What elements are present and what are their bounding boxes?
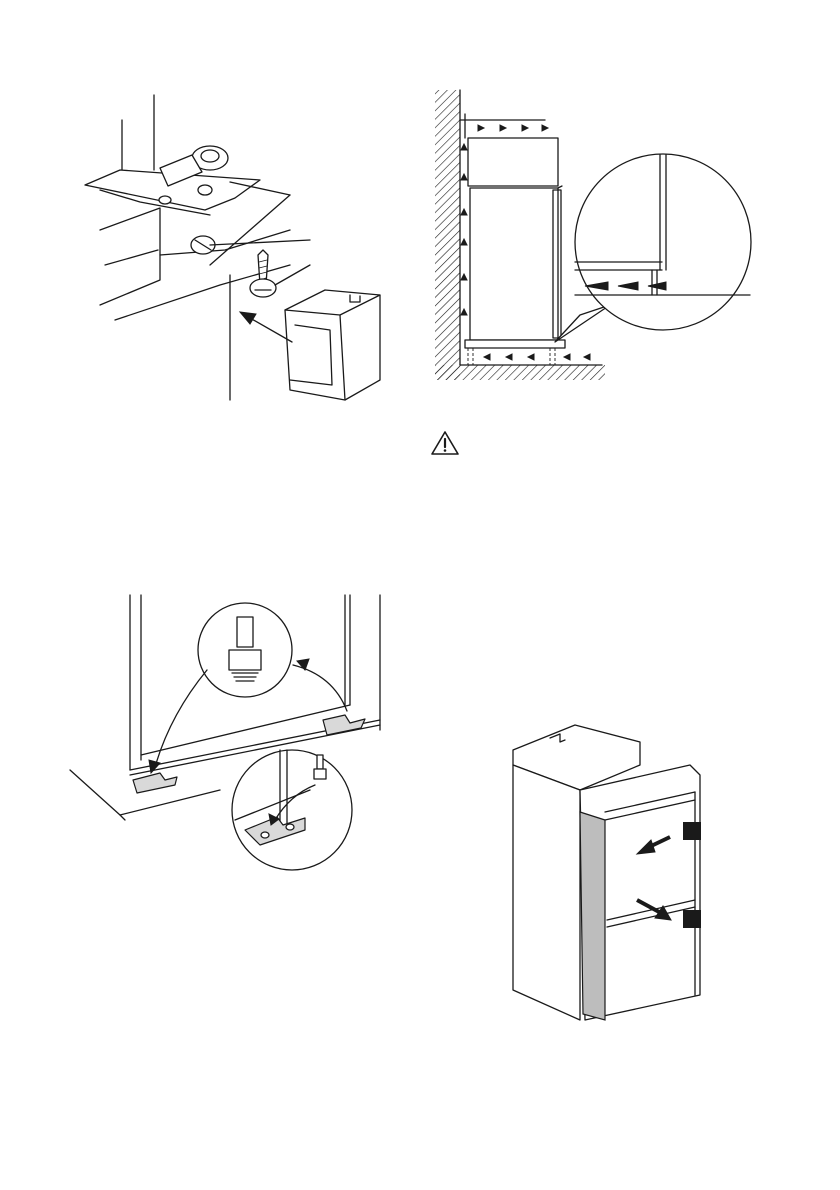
bottom-brackets-figure	[65, 595, 395, 880]
hinge-cover-figure	[60, 90, 400, 410]
warning-triangle-icon	[430, 430, 460, 456]
warning-figure	[430, 430, 460, 456]
ventilation-airflow-diagram	[430, 90, 770, 390]
ventilation-figure	[430, 90, 770, 390]
door-alignment-figure	[505, 720, 720, 1025]
door-alignment-illustration	[505, 720, 720, 1025]
hinge-cover-installation-illustration	[60, 90, 400, 410]
bottom-bracket-fixing-illustration	[65, 595, 395, 880]
